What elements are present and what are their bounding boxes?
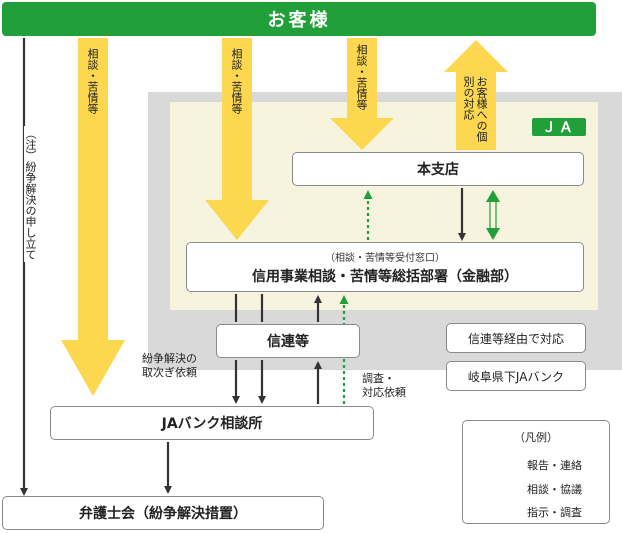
annotation-dispute-request: 紛争解決の 取次ぎ依頼 (142, 352, 197, 380)
credit-dept-box: （相談・苦情等受付窓口） 信用事業相談・苦情等総括部署（金融部） (186, 242, 584, 292)
head-office-box: 本支店 (292, 152, 584, 186)
shinren-box: 信連等 (216, 324, 360, 358)
customer-label: お客様 (267, 10, 331, 31)
via-shinren-label: 信連等経由で対応 (467, 331, 564, 346)
bar-association-label: 弁護士会（紛争解決措置） (79, 506, 247, 522)
legend-box: （凡例） 報告・連絡 相談・協議 指示・調査 (462, 420, 610, 524)
yellow-arrow-consult-2 (205, 38, 269, 240)
annotation-dispute-line1: 紛争解決の (142, 352, 197, 365)
ja-bank-consult-label: JAバンク相談所 (161, 416, 263, 432)
legend-item-report: 報告・連絡 (527, 459, 582, 472)
customer-bar: お客様 (2, 2, 596, 36)
note-label: （注）紛争解決の申し立て (24, 126, 37, 262)
annotation-investigation-request: 調査・ 対応依頼 (362, 372, 406, 400)
gifu-ja-bank-box: 岐阜県下JAバンク (446, 361, 586, 391)
gifu-ja-bank-label: 岐阜県下JAバンク (467, 369, 565, 384)
credit-dept-sublabel: （相談・苦情等受付窓口） (325, 252, 445, 264)
legend-item-instruct: 指示・調査 (527, 506, 582, 519)
bar-association-box: 弁護士会（紛争解決措置） (2, 496, 324, 530)
via-shinren-box: 信連等経由で対応 (446, 323, 586, 353)
arrow-label-consult-3: 相談・苦情等 (355, 44, 368, 110)
credit-dept-label: 信用事業相談・苦情等総括部署（金融部） (252, 268, 518, 285)
arrow-label-response: お客様への個別の対応 (462, 76, 488, 142)
legend-title: （凡例） (514, 431, 558, 444)
ja-badge: ＪＡ (532, 118, 586, 136)
annotation-investigation-line2: 対応依頼 (362, 386, 406, 399)
ja-bank-consult-box: JAバンク相談所 (50, 406, 374, 440)
annotation-dispute-line2: 取次ぎ依頼 (142, 366, 197, 379)
annotation-investigation-line1: 調査・ (362, 372, 395, 385)
arrow-label-consult-2: 相談・苦情等 (230, 48, 243, 114)
yellow-arrow-response (444, 40, 508, 150)
head-office-label: 本支店 (417, 162, 459, 178)
yellow-arrow-consult-3 (330, 38, 394, 150)
shinren-label: 信連等 (267, 334, 309, 350)
arrow-shinyo-honten-double (486, 190, 500, 240)
yellow-arrow-consult-1 (61, 38, 125, 396)
arrow-label-consult-1: 相談・苦情等 (86, 48, 99, 114)
legend-item-consult: 相談・協議 (527, 483, 582, 496)
